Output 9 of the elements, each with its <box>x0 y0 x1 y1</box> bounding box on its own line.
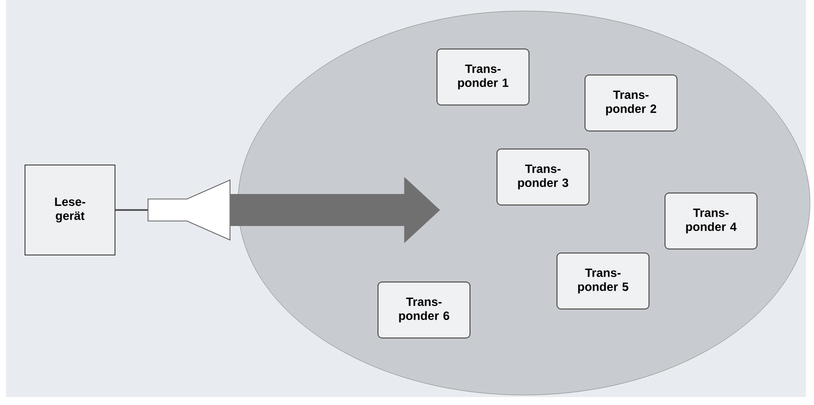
transponder-box: Trans- ponder 6 <box>378 282 470 338</box>
transponder-box: Trans- ponder 2 <box>584 74 678 132</box>
reader-box: Lese- gerät <box>24 164 116 256</box>
transponder-box: Trans- ponder 3 <box>496 148 590 206</box>
transponder-box: Trans- ponder 1 <box>436 48 530 106</box>
transponder-box: Trans- ponder 4 <box>664 192 758 250</box>
cable-line <box>116 209 148 211</box>
antenna-drawing <box>148 179 230 241</box>
transponder-box: Trans- ponder 5 <box>556 252 650 310</box>
